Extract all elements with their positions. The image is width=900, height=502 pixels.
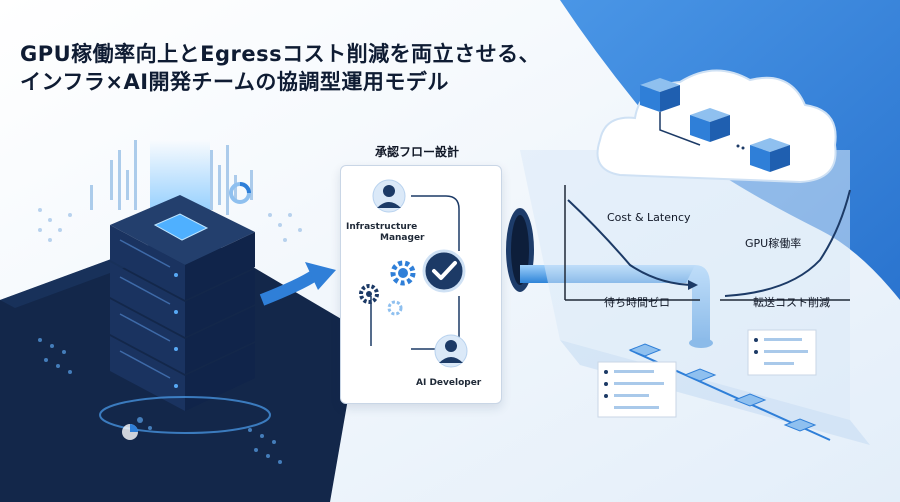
label-cost-latency: Cost & Latency xyxy=(607,211,691,224)
role-infrastructure-manager: Infrastructure Manager xyxy=(346,222,425,244)
checkmark-icon xyxy=(422,249,466,293)
server-stack xyxy=(99,195,271,434)
page-title-line-2: インフラ×AI開発チームの協調型運用モデル xyxy=(20,70,449,94)
cloud-servers xyxy=(640,78,790,172)
ai-developer-avatar xyxy=(434,334,468,368)
label-gpu-utilization: GPU稼働率 xyxy=(745,237,802,250)
label-zero-wait: 待ち時間ゼロ xyxy=(604,296,670,309)
page-title-line-1: GPU稼働率向上とEgressコスト削減を両立させる、 xyxy=(20,42,541,66)
label-transfer-cost-reduction: 転送コスト削減 xyxy=(753,296,830,309)
arrow-head-icon xyxy=(305,262,336,290)
gpu-chip-icon xyxy=(153,213,209,241)
approval-flow-diagram xyxy=(359,179,468,368)
donut-chart-icon xyxy=(229,182,251,204)
approval-flow-card xyxy=(340,165,502,404)
log-panel-right xyxy=(747,329,817,376)
pie-chart-icon xyxy=(122,424,138,440)
role-top-line2: Manager xyxy=(380,233,425,243)
log-panel-left xyxy=(597,361,677,418)
left-dots xyxy=(38,208,302,242)
role-ai-developer: AI Developer xyxy=(416,378,482,388)
approval-card-heading: 承認フロー設計 xyxy=(375,145,460,159)
gear-icon xyxy=(390,260,416,286)
infrastructure-manager-avatar xyxy=(372,179,406,213)
role-top-line1: Infrastructure xyxy=(346,222,418,232)
gear-icon-small xyxy=(359,284,403,316)
floor-dots xyxy=(38,338,282,464)
